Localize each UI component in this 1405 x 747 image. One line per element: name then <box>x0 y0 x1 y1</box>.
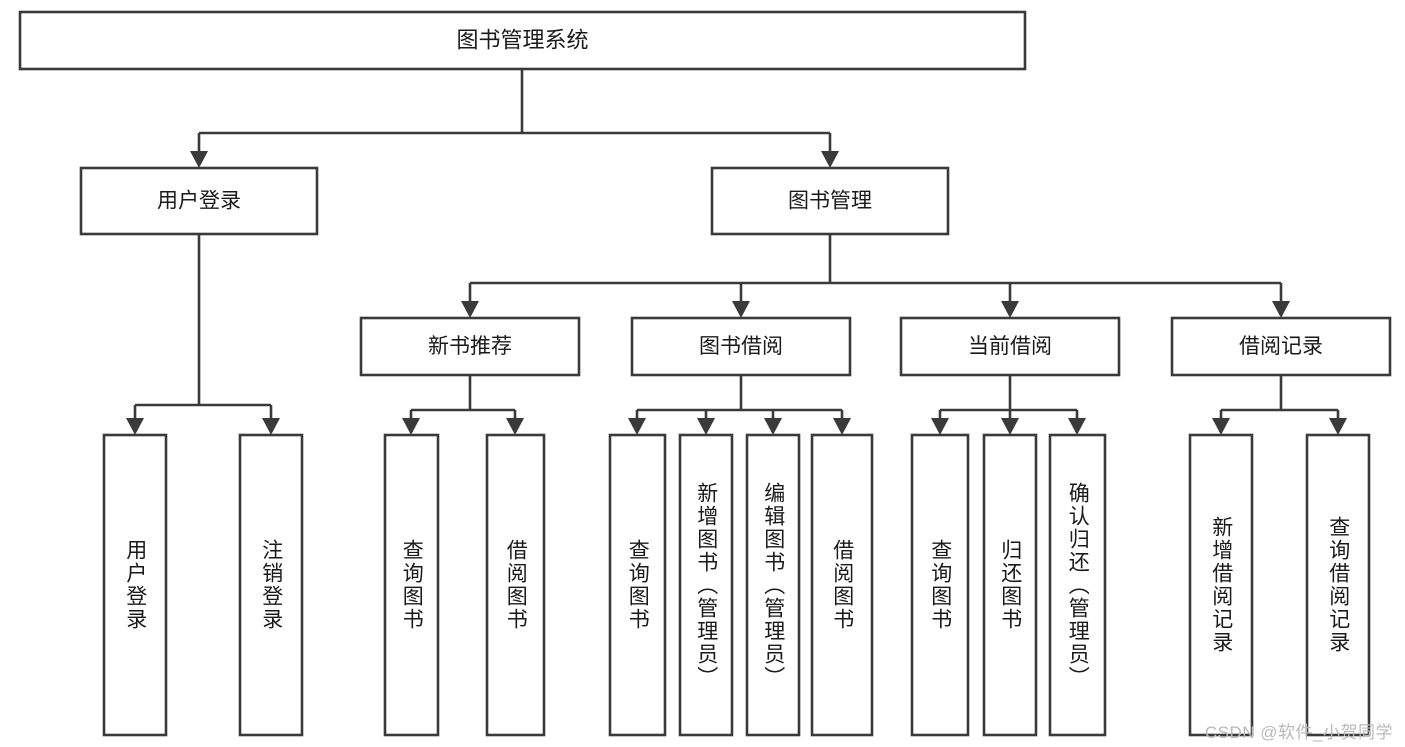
arrow-level3-1-to-leaf-1 <box>697 418 715 435</box>
node-leaf-8-box[interactable] <box>910 433 970 737</box>
node-leaf-9[interactable] <box>982 433 1038 737</box>
node-level3-1[interactable] <box>630 316 852 377</box>
node-level3-0[interactable] <box>359 316 581 377</box>
node-leaf-5-box[interactable] <box>678 433 734 737</box>
arrow-level3-0-to-leaf-0 <box>402 418 420 435</box>
node-leaf-5[interactable] <box>678 433 734 737</box>
node-leaf-4-box[interactable] <box>608 433 667 737</box>
node-level3-2-label: 当前借阅 <box>968 335 1052 358</box>
node-leaf-6-box[interactable] <box>745 433 801 737</box>
arrow-user-to-leaf-0 <box>126 418 144 435</box>
node-leaf-2[interactable] <box>383 433 440 737</box>
node-leaf-10[interactable] <box>1048 433 1107 737</box>
node-level2-1[interactable] <box>710 166 950 236</box>
node-leaf-7[interactable] <box>810 433 874 737</box>
arrow-level3-1-to-leaf-2 <box>764 418 782 435</box>
node-leaf-12[interactable] <box>1305 433 1371 737</box>
arrow-user-to-leaf-1 <box>262 418 280 435</box>
node-leaf-10-box[interactable] <box>1048 433 1107 737</box>
node-leaf-3[interactable] <box>485 433 546 737</box>
arrow-root-to-level2-0 <box>190 151 208 168</box>
node-root[interactable] <box>18 10 1027 71</box>
arrow-book-to-level3-3 <box>1272 301 1290 318</box>
node-leaf-12-box[interactable] <box>1305 433 1371 737</box>
node-leaf-0-box[interactable] <box>102 433 168 737</box>
arrow-level3-3-to-leaf-1 <box>1329 418 1347 435</box>
node-level2-0-label: 用户登录 <box>157 190 241 213</box>
node-level2-1-label: 图书管理 <box>788 190 872 213</box>
arrow-level3-2-to-leaf-0 <box>931 418 949 435</box>
arrow-level3-2-to-leaf-1 <box>1001 418 1019 435</box>
node-level3-3[interactable] <box>1170 316 1392 377</box>
arrow-level3-2-to-leaf-2 <box>1068 418 1086 435</box>
node-level3-3-label: 借阅记录 <box>1239 335 1323 358</box>
node-root-label: 图书管理系统 <box>456 27 588 52</box>
arrow-level3-1-to-leaf-3 <box>833 418 851 435</box>
arrow-book-to-level3-2 <box>1001 301 1019 318</box>
node-leaf-7-box[interactable] <box>810 433 874 737</box>
node-leaf-6[interactable] <box>745 433 801 737</box>
node-leaf-3-box[interactable] <box>485 433 546 737</box>
node-leaf-9-box[interactable] <box>982 433 1038 737</box>
arrow-level3-1-to-leaf-0 <box>628 418 646 435</box>
arrow-root-to-level2-1 <box>821 151 839 168</box>
node-leaf-1[interactable] <box>238 433 304 737</box>
node-leaf-4[interactable] <box>608 433 667 737</box>
node-level3-0-box[interactable] <box>359 316 581 377</box>
arrow-level3-0-to-leaf-1 <box>506 418 524 435</box>
node-level3-2-box[interactable] <box>899 316 1121 377</box>
arrow-level3-3-to-leaf-0 <box>1212 418 1230 435</box>
node-leaf-8[interactable] <box>910 433 970 737</box>
node-level3-1-label: 图书借阅 <box>699 335 783 358</box>
node-level3-2[interactable] <box>899 316 1121 377</box>
csdn-watermark: CSDN @软件_小贺同学 <box>1204 723 1393 742</box>
node-leaf-11-box[interactable] <box>1188 433 1254 737</box>
connector-layer <box>126 69 1347 435</box>
arrow-book-to-level3-0 <box>461 301 479 318</box>
node-level2-0[interactable] <box>79 166 319 236</box>
node-level2-0-box[interactable] <box>79 166 319 236</box>
node-leaf-11[interactable] <box>1188 433 1254 737</box>
node-level2-1-box[interactable] <box>710 166 950 236</box>
node-root-box[interactable] <box>18 10 1027 71</box>
node-level3-0-label: 新书推荐 <box>428 335 512 358</box>
box-layer <box>18 10 1392 737</box>
node-leaf-1-box[interactable] <box>238 433 304 737</box>
node-leaf-0[interactable] <box>102 433 168 737</box>
arrow-book-to-level3-1 <box>732 301 750 318</box>
node-level3-1-box[interactable] <box>630 316 852 377</box>
node-leaf-2-box[interactable] <box>383 433 440 737</box>
node-level3-3-box[interactable] <box>1170 316 1392 377</box>
